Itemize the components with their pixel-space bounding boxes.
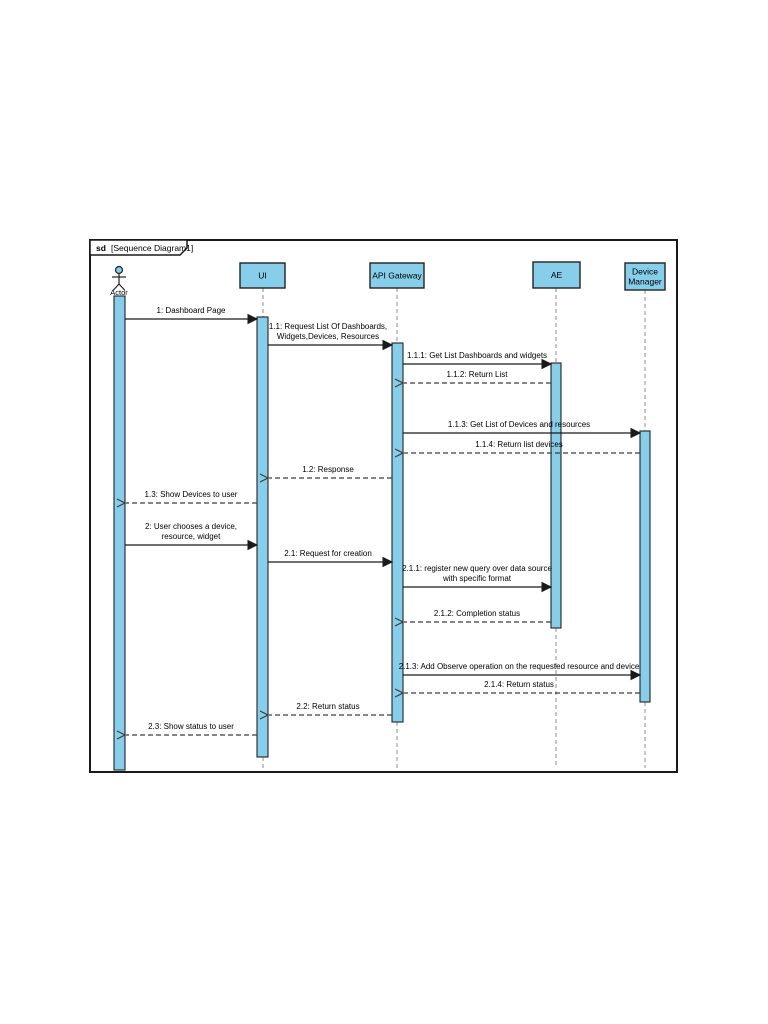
filled-arrowhead-icon [630, 669, 642, 681]
open-arrowhead-icon [259, 473, 270, 483]
filled-arrowhead-icon [541, 358, 553, 370]
message-label-7: 1.2: Response [302, 465, 354, 474]
lifeline-label-actor: Actor [110, 288, 128, 297]
filled-arrowhead-icon [382, 556, 394, 568]
open-arrowhead-icon [394, 688, 405, 698]
filled-arrowhead-icon [382, 339, 394, 351]
activation-bar-ui [256, 316, 269, 758]
message-label-9: 2: User chooses a device,resource, widge… [145, 522, 237, 541]
message-label-13: 2.1.3: Add Observe operation on the requ… [399, 662, 640, 671]
activation-bar-ae [550, 362, 562, 629]
actor-leg-icon [118, 283, 126, 291]
lifeline-head-ae [532, 261, 581, 289]
lifeline-head-api-gateway [369, 262, 425, 289]
lifeline-head-ui [239, 262, 286, 289]
message-label-11: 2.1.1: register new query over data sour… [402, 564, 552, 583]
open-arrowhead-icon [259, 710, 270, 720]
message-label-3: 1.1.1: Get List Dashboards and widgets [407, 351, 547, 360]
frame-keyword: sd [96, 243, 106, 253]
open-arrowhead-icon [116, 730, 127, 740]
message-label-4: 1.1.2: Return List [447, 370, 509, 379]
filled-arrowhead-icon [247, 313, 259, 325]
open-arrowhead-icon [116, 498, 127, 508]
filled-arrowhead-icon [541, 581, 553, 593]
lifeline-label-ae: AE [551, 270, 563, 280]
message-label-5: 1.1.3: Get List of Devices and resources [448, 420, 590, 429]
activation-bar-actor [113, 295, 126, 771]
message-label-15: 2.2: Return status [296, 702, 359, 711]
message-label-16: 2.3: Show status to user [148, 722, 234, 731]
open-arrowhead-icon [394, 378, 405, 388]
message-label-1: 1: Dashboard Page [157, 306, 226, 315]
activation-bar-device-manager [639, 430, 651, 703]
filled-arrowhead-icon [630, 427, 642, 439]
lifeline-label-ui: UI [258, 271, 267, 281]
message-label-12: 2.1.2: Completion status [434, 609, 520, 618]
actor-leg-icon [112, 283, 120, 291]
lifeline-label-api-gateway: API Gateway [372, 271, 422, 281]
filled-arrowhead-icon [247, 539, 259, 551]
frame-title: [Sequence Diagram1] [111, 243, 193, 253]
open-arrowhead-icon [394, 448, 405, 458]
actor-head-icon [114, 265, 124, 275]
open-arrowhead-icon [394, 617, 405, 627]
frame-tab [89, 239, 188, 256]
message-label-8: 1.3: Show Devices to user [145, 490, 238, 499]
lifeline-head-device-manager [624, 262, 666, 291]
message-label-6: 1.1.4: Return list devices [475, 440, 563, 449]
actor-icon [112, 265, 126, 291]
message-label-14: 2.1.4: Return status [484, 680, 554, 689]
message-label-10: 2.1: Request for creation [284, 549, 372, 558]
message-label-2: 1.1: Request List Of Dashboards,Widgets,… [269, 322, 387, 341]
frame-border [89, 239, 678, 773]
activation-bar-api-gateway [391, 342, 404, 723]
